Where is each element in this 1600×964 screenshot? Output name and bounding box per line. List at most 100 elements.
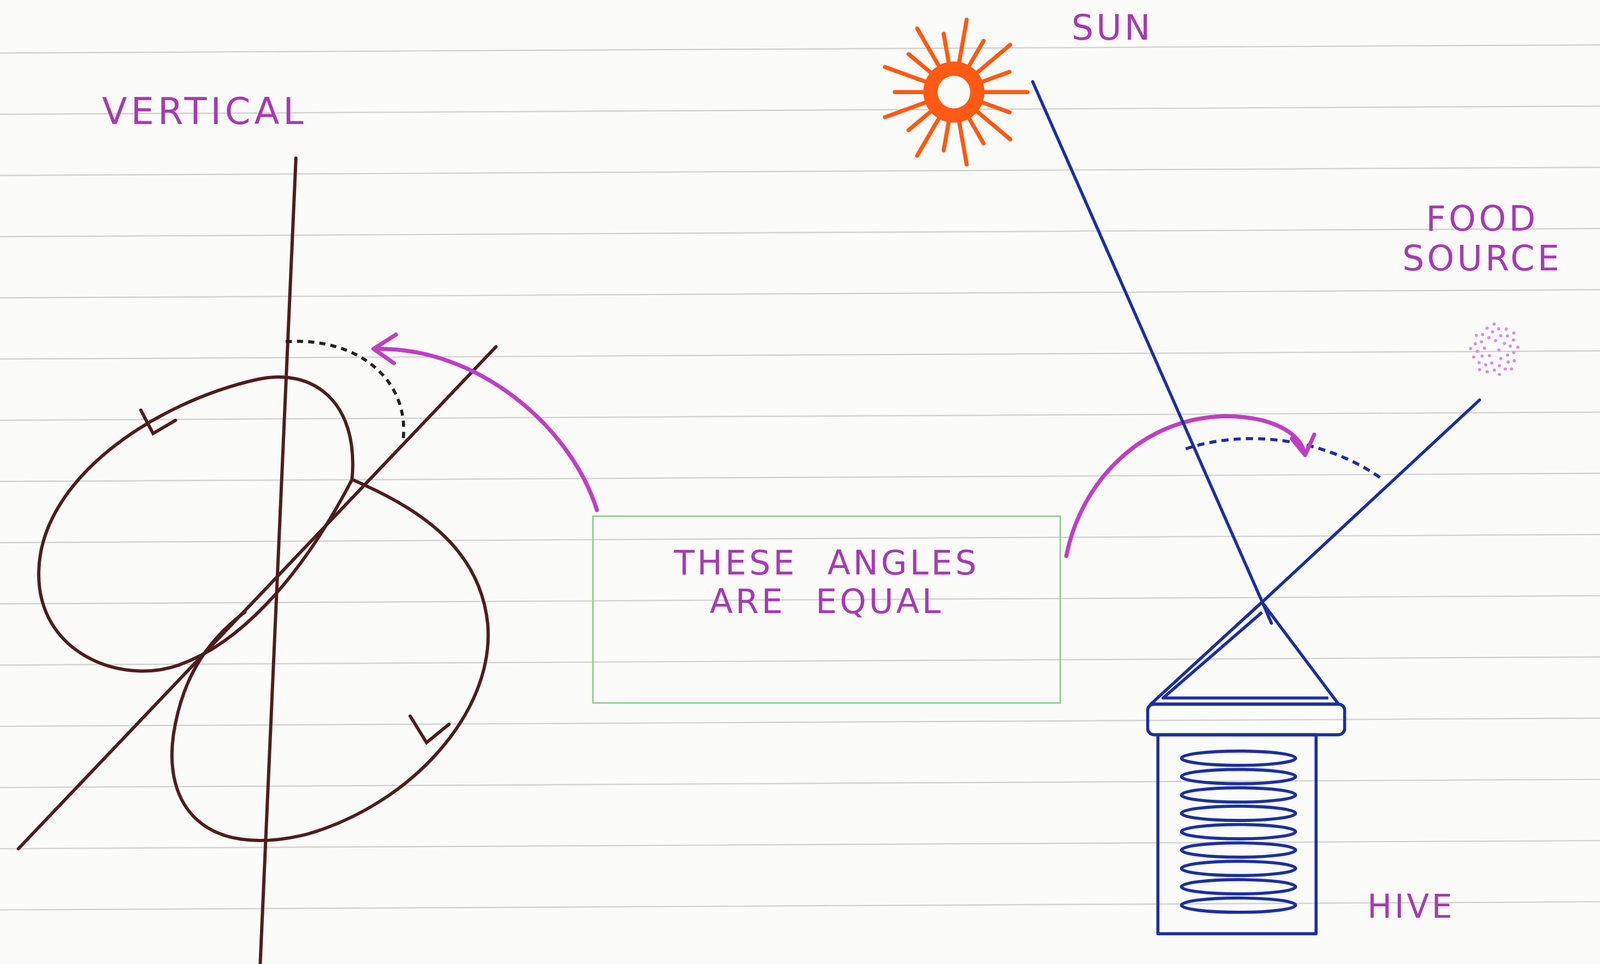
sun-ray [983,71,1010,82]
pollen-dot [1497,348,1501,352]
pollen-dot [1512,359,1517,363]
paper-rule [0,902,1600,911]
pollen-dot [1506,360,1510,364]
pollen-dot [1505,334,1510,338]
sun-ray [977,111,1011,140]
pollen-dot [1499,334,1503,338]
pollen-dot [1474,333,1479,337]
paper-rule [0,840,1600,849]
node-text: FOOD SOURCE [1377,199,1587,280]
sun-ray [943,121,949,151]
sun-ray [959,19,967,63]
axis-label: VERTICAL [102,89,308,133]
hive-frame [1181,898,1296,913]
pointer-arrow [1066,416,1305,557]
sun-ray [908,53,931,73]
sun-symbol [875,12,1033,172]
paper-rule [0,534,1600,543]
pollen-dot [1516,345,1520,349]
hive-frame [1181,879,1296,894]
sight-line [1262,399,1480,602]
angle-arc [1185,438,1383,480]
pollen-dot [1493,338,1498,343]
pollen-dot [1499,356,1503,361]
node-text: HIVE [1367,887,1455,926]
sun-ray [984,89,1028,95]
node-text: SUN [1071,8,1153,48]
pollen-dot [1510,367,1514,371]
sun-ray [959,121,967,165]
pointer-arrow [375,348,597,510]
pollen-dot [1497,363,1501,368]
node-text: THESE ANGLES ARE EQUAL [622,544,1031,622]
paper-rule [0,473,1600,482]
sun-ray [983,102,1010,113]
sun-ray [969,40,984,66]
arrow-head [140,410,176,434]
food-source: FOOD SOURCE [1377,199,1587,401]
pollen-dot [1487,336,1491,340]
paper-rule [0,657,1600,666]
pollen-dot [1492,368,1497,372]
hive-frame [1181,824,1296,839]
hive-roof [1151,602,1339,705]
hive-frame [1181,806,1296,821]
pollen-dot [1480,332,1485,337]
hive-frame [1181,787,1296,802]
paper-rule [0,779,1600,788]
sun-ray [885,66,926,82]
sun-ray [969,118,984,144]
pollen-dot [1472,355,1476,359]
sun-ray [917,28,939,66]
hive-frame [1181,861,1296,876]
pollen-dot [1508,344,1512,348]
paper-rules [0,45,1600,911]
pollen-dot [1479,340,1484,344]
pollen-dot [1490,361,1494,365]
pollen-dot [1497,372,1501,376]
pollen-dot [1504,327,1509,331]
sun-ray [894,89,924,95]
pollen-dot [1511,338,1516,342]
pollen-dot [1497,326,1501,331]
pointer-arrows [373,334,1314,557]
pollen-dot [1485,369,1490,374]
dance-loop [38,377,353,672]
sun-ray [917,118,939,156]
pollen-dot [1503,367,1507,371]
arrow-head [1292,434,1315,456]
pollen-dot [1484,363,1488,367]
pollen-dot [1485,326,1490,330]
pollen-dot [1473,342,1478,346]
pollen-dot [1512,331,1516,335]
sun-ray [977,44,1011,73]
hive-frame [1181,842,1296,857]
arrow-head [373,334,396,364]
hive-shape: HIVE [1144,600,1347,937]
paper-rule [0,412,1600,421]
waggle-dance [18,158,497,964]
hive-body [1158,734,1317,934]
sun-ray [885,102,926,117]
paper-rule [0,45,1600,54]
note-box: THESE ANGLES ARE EQUAL [591,515,1062,704]
sun-symbol: SUN [875,12,1033,172]
pollen-dot [1502,341,1506,345]
pollen-dot [1483,346,1487,350]
waggle-run-line [18,347,497,850]
pollen-dot [1475,349,1480,353]
sun-disc [923,61,985,123]
pollen-dot [1512,350,1516,355]
box-outline [592,516,1061,703]
paper-rule [0,718,1600,727]
pollen-dot [1478,367,1482,372]
hive-frame [1181,769,1296,784]
hive-shape [1144,600,1347,937]
paper-rule [0,228,1600,237]
paper-rule [0,289,1600,299]
paper-rule [0,167,1600,176]
pollen-dot [1477,360,1481,364]
paper-rule [0,350,1600,360]
